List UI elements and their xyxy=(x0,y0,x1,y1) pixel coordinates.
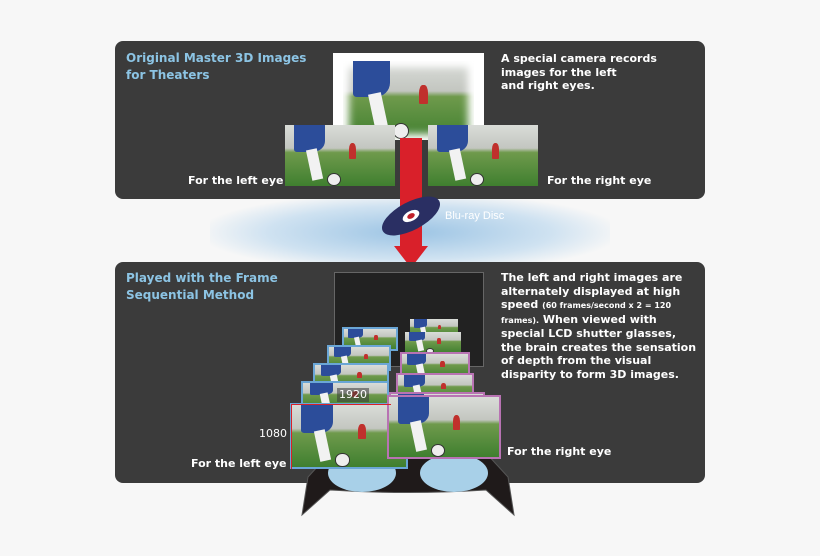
panel-title: Original Master 3D Images for Theaters xyxy=(126,50,306,84)
right-eye-frame xyxy=(387,395,501,459)
desc-line: disparity to form 3D images. xyxy=(501,367,679,381)
title-line: for Theaters xyxy=(126,68,210,82)
title-line: Sequential Method xyxy=(126,288,255,302)
desc-line: alternately displayed at high xyxy=(501,284,681,298)
left-eye-image xyxy=(285,125,395,186)
flow-arrow-head xyxy=(394,246,428,268)
desc-line: speed (60 frames/second x 2 = 120 xyxy=(501,298,696,313)
frames-note: frames). xyxy=(501,315,540,325)
left-eye-label: For the left eye xyxy=(191,457,287,470)
right-eye-label: For the right eye xyxy=(547,174,652,187)
desc-line: frames). When viewed with xyxy=(501,313,696,328)
title-line: Played with the Frame xyxy=(126,271,278,285)
desc-line: A special camera records xyxy=(501,52,657,65)
desc-word: speed xyxy=(501,298,539,311)
height-label: 1080 xyxy=(259,427,287,440)
desc-line: images for the left xyxy=(501,65,617,79)
desc-line: and right eyes. xyxy=(501,79,595,92)
right-eye-frame xyxy=(405,332,461,353)
desc-line: the brain creates the sensation xyxy=(501,340,697,354)
master-images-panel: Original Master 3D Images for Theaters A … xyxy=(115,41,705,199)
title-line: Original Master 3D Images xyxy=(126,51,307,65)
blu-ray-disc-icon xyxy=(381,196,441,236)
speed-note: (60 frames/second x 2 = 120 xyxy=(542,301,672,310)
left-eye-label: For the left eye xyxy=(188,174,284,187)
desc-line: of depth from the visual xyxy=(501,354,652,367)
width-dimension-line xyxy=(291,404,391,405)
blu-ray-label: Blu-ray Disc xyxy=(445,210,505,222)
right-eye-image xyxy=(428,125,538,186)
desc-line: special LCD shutter glasses, xyxy=(501,327,677,340)
desc-word: When viewed with xyxy=(539,312,657,326)
frame-sequential-description: The left and right images are alternatel… xyxy=(501,271,696,381)
height-dimension-line xyxy=(291,405,292,469)
desc-line: The left and right images are xyxy=(501,271,683,284)
camera-description: A special camera records images for the … xyxy=(501,52,657,93)
right-eye-label: For the right eye xyxy=(507,445,612,458)
width-label: 1920 xyxy=(337,388,369,402)
